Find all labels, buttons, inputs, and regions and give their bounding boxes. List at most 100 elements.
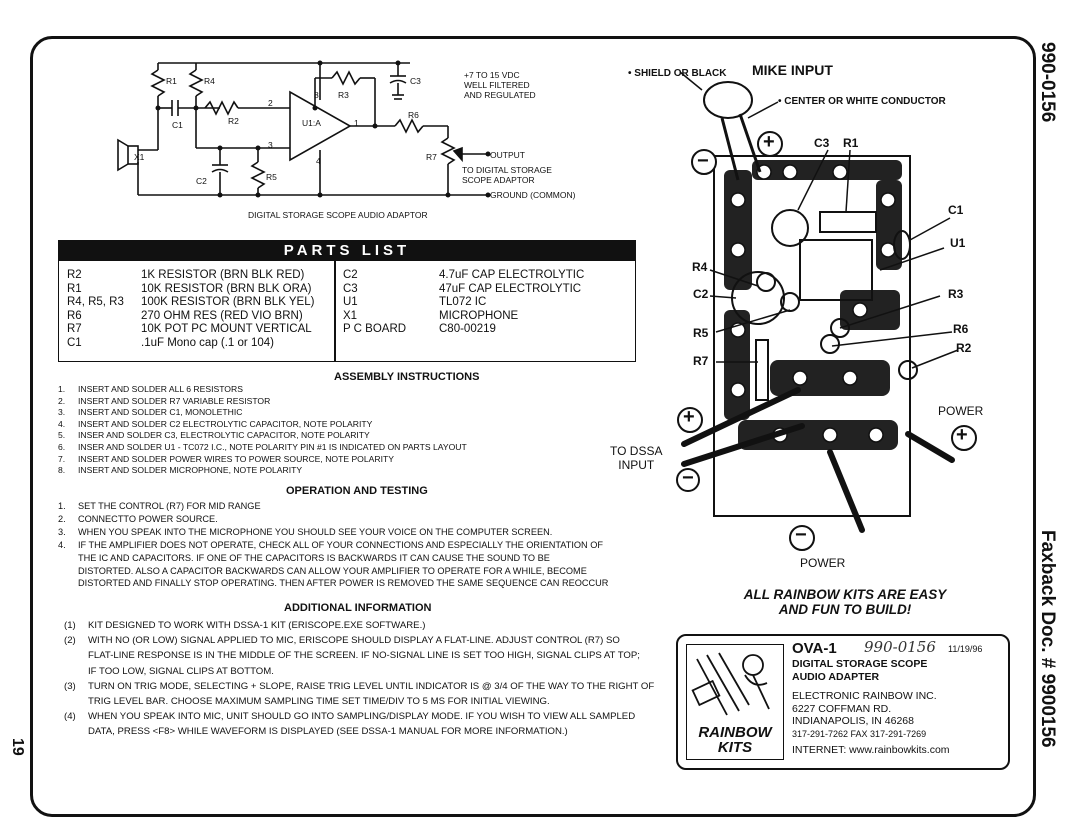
output-note: TO DIGITAL STORAGE SCOPE ADAPTOR — [462, 165, 552, 185]
list-item: 1.INSERT AND SOLDER ALL 6 RESISTORS — [58, 384, 243, 394]
list-item: (2)WITH NO (OR LOW) SIGNAL APPLIED TO MI… — [64, 635, 620, 647]
schematic-title: DIGITAL STORAGE SCOPE AUDIO ADAPTOR — [248, 210, 428, 220]
list-item: DISTORTED AND FINALLY STOP OPERATING. TH… — [78, 578, 609, 589]
handwritten-code: 990-0156 — [864, 638, 936, 656]
additional-heading: ADDITIONAL INFORMATION — [284, 602, 432, 614]
sch-label-r2: R2 — [228, 116, 239, 126]
list-item: (3)TURN ON TRIG MODE, SELECTING + SLOPE,… — [64, 680, 655, 692]
title-block: RAINBOW KITS OVA-1 990-0156 11/19/96 DIG… — [676, 634, 1010, 770]
pcb-label-r2: R2 — [956, 341, 972, 355]
sch-label-c3: C3 — [410, 76, 421, 86]
tagline: ALL RAINBOW KITS ARE EASY AND FUN TO BUI… — [743, 587, 947, 617]
list-item: 6.INSER AND SOLDER U1 - TC072 I.C., NOTE… — [58, 441, 467, 452]
list-item: TRIG LEVEL BAR. CHOOSE MAXIMUM SAMPLING … — [88, 696, 550, 708]
list-item: 4.IF THE AMPLIFIER DOES NOT OPERATE, CHE… — [58, 539, 603, 550]
plus-sign-mic: + — [763, 131, 775, 153]
list-item: (4)WHEN YOU SPEAK INTO MIC, UNIT SHOULD … — [64, 711, 636, 723]
doc-code-top: 990-0156 — [1037, 42, 1058, 123]
additional-list: (1)KIT DESIGNED TO WORK WITH DSSA-1 KIT … — [64, 618, 654, 740]
list-item: 3.WHEN YOU SPEAK INTO THE MICROPHONE YOU… — [58, 526, 553, 537]
pcb-label-u1: U1 — [950, 236, 966, 250]
page-number: 19 — [9, 738, 26, 756]
sch-label-pin1: 1 — [354, 118, 359, 128]
company-address: ELECTRONIC RAINBOW INC. 6227 COFFMAN RD.… — [792, 690, 937, 739]
sch-label-r7: R7 — [426, 152, 437, 162]
parts-row: C1.1uF Mono cap (.1 or 104) — [67, 336, 274, 349]
operation-heading: OPERATION AND TESTING — [286, 485, 428, 497]
assembly-heading: ASSEMBLY INSTRUCTIONS — [334, 371, 480, 383]
pcb-label-r7: R7 — [693, 354, 709, 368]
parts-divider — [334, 261, 336, 361]
faxback-code: Faxback Doc. # 9900156 — [1037, 530, 1058, 748]
logo-art-icon — [691, 652, 770, 716]
list-item: 8.INSERT AND SOLDER MICROPHONE, NOTE POL… — [58, 465, 303, 476]
logo-text-kits: KITS — [717, 739, 753, 756]
plus-sign-dssa: + — [683, 406, 695, 428]
rainbow-kits-logo: RAINBOW KITS — [686, 644, 784, 760]
schematic-diagram — [117, 60, 491, 198]
shield-note: • SHIELD OR BLACK — [628, 68, 727, 79]
sch-label-x1: X1 — [134, 152, 145, 162]
to-dssa-label: TO DSSA INPUT — [610, 444, 663, 472]
pcb-label-r3: R3 — [948, 287, 964, 301]
sch-label-pin4: 4 — [316, 156, 321, 166]
list-item: 2.CONNECTTO POWER SOURCE. — [58, 513, 218, 524]
list-item: IF TOO LOW, SIGNAL CLIPS AT BOTTOM. — [88, 665, 274, 677]
list-item: THE IC AND CAPACITORS. IF ONE OF THE CAP… — [78, 552, 550, 563]
list-item: DATA, PRESS <F8> WHILE WAVEFORM IS DISPL… — [88, 726, 568, 738]
power-bottom-label: POWER — [800, 556, 846, 570]
doc-date: 11/19/96 — [948, 644, 983, 654]
minus-sign-power: − — [795, 524, 807, 546]
list-item: 5.INSER AND SOLDER C3, ELECTROLYTIC CAPA… — [58, 430, 370, 441]
list-item: 2.INSERT AND SOLDER R7 VARIABLE RESISTOR — [58, 395, 271, 406]
sch-label-opamp: U1:A — [302, 118, 321, 128]
sch-label-c1: C1 — [172, 120, 183, 130]
list-item: FLAT-LINE RESPONSE IS IN THE MIDDLE OF T… — [88, 650, 640, 662]
internet-address: INTERNET: www.rainbowkits.com — [792, 744, 950, 756]
sch-label-r6: R6 — [408, 110, 419, 120]
center-note: • CENTER OR WHITE CONDUCTOR — [778, 96, 946, 107]
assembly-list: 1.INSERT AND SOLDER ALL 6 RESISTORS 2.IN… — [58, 384, 467, 477]
sch-label-pin2: 2 — [268, 98, 273, 108]
minus-sign-dssa: − — [682, 467, 694, 489]
sch-label-r5: R5 — [266, 172, 277, 182]
pcb-label-r4: R4 — [692, 260, 708, 274]
list-item: 7.INSERT AND SOLDER POWER WIRES TO POWER… — [58, 453, 394, 464]
pcb-label-r6: R6 — [953, 322, 969, 336]
sch-label-r4: R4 — [204, 76, 215, 86]
page-border — [30, 36, 1036, 817]
logo-text-rainbow: RAINBOW — [698, 724, 772, 741]
sch-label-c2: C2 — [196, 176, 207, 186]
parts-list-heading: PARTS LIST — [59, 241, 635, 261]
output-label: OUTPUT — [490, 150, 525, 160]
product-name: DIGITAL STORAGE SCOPE AUDIO ADAPTER — [792, 658, 928, 683]
model-number: OVA-1 — [792, 640, 837, 657]
list-item: 1.SET THE CONTROL (R7) FOR MID RANGE — [58, 501, 261, 511]
operation-list: 1.SET THE CONTROL (R7) FOR MID RANGE 2.C… — [58, 500, 608, 590]
sch-label-pin8: 8 — [314, 90, 319, 100]
mike-input-label: MIKE INPUT — [752, 62, 833, 78]
pcb-label-r1: R1 — [843, 136, 859, 150]
pcb-label-c2: C2 — [693, 287, 709, 301]
power-right-label: POWER — [938, 404, 984, 418]
pcb-label-r5: R5 — [693, 326, 709, 340]
list-item: 4.INSERT AND SOLDER C2 ELECTROLYTIC CAPA… — [58, 418, 373, 429]
ground-label: GROUND (COMMON) — [490, 190, 576, 200]
sch-label-r1: R1 — [166, 76, 177, 86]
pcb-label-c1: C1 — [948, 203, 964, 217]
pcb-label-c3: C3 — [814, 136, 830, 150]
pcb-layout-diagram — [676, 71, 977, 551]
